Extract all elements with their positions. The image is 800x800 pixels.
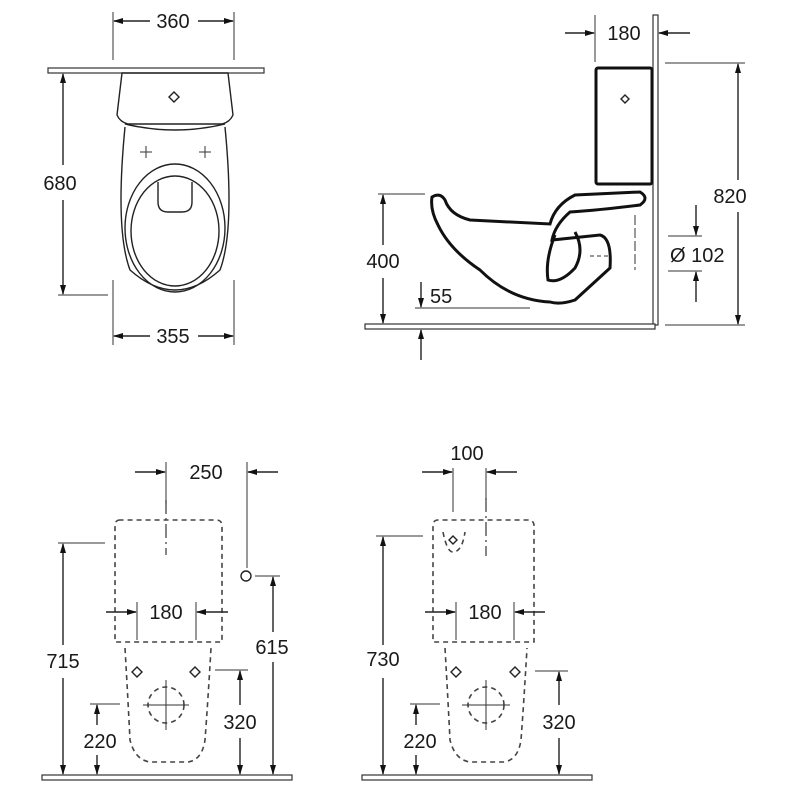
- dim-fixing-height: 320: [542, 712, 575, 734]
- dim-depth: 680: [43, 173, 76, 195]
- wall-line: [47, 67, 265, 74]
- floor-line: [361, 774, 593, 781]
- trap: [545, 231, 582, 283]
- cistern: [594, 66, 654, 186]
- dim-outlet-height: 55: [430, 286, 452, 308]
- dim-supply-height: 615: [255, 637, 288, 659]
- fixing-point-icon: [131, 666, 201, 678]
- top-view: 360 680 355: [43, 11, 265, 348]
- dim-outlet-diameter: Ø 102: [670, 245, 724, 267]
- dim-inlet-offset: 100: [450, 443, 483, 465]
- seat-outer: [124, 163, 226, 293]
- dim-outlet-center-height: 220: [83, 731, 116, 753]
- dim-width-top: 360: [156, 11, 189, 33]
- floor-plan-left: 250 180 715 220 320 615: [41, 462, 293, 781]
- dim-inlet-height: 715: [46, 651, 79, 673]
- fixing-point-icon: [450, 666, 521, 678]
- floor-line: [364, 323, 656, 330]
- floor-line: [41, 774, 293, 781]
- fixing-marks: [140, 146, 211, 158]
- cistern-outline: [114, 519, 223, 643]
- seat-inner: [130, 175, 220, 287]
- flush-button-icon: [448, 535, 458, 545]
- dim-fixing-spacing: 180: [149, 602, 182, 624]
- dim-inlet-height: 730: [366, 649, 399, 671]
- dim-outlet-center-height: 220: [403, 731, 436, 753]
- water-supply-icon: [240, 570, 252, 582]
- flush-button-icon: [620, 94, 630, 104]
- dim-seat-height: 400: [366, 251, 399, 273]
- floor-plan-right: 100 180 730 220 320: [361, 443, 593, 781]
- dim-total-height: 820: [713, 186, 746, 208]
- dim-tank-offset: 180: [607, 23, 640, 45]
- dim-fixing-height: 320: [223, 712, 256, 734]
- dim-fixing-spacing: 180: [468, 602, 501, 624]
- bowl-outline: [444, 647, 528, 763]
- seat-hinge: [157, 182, 193, 213]
- side-view: 180 820 400 55 Ø 102: [364, 14, 747, 360]
- dim-width-bottom: 355: [156, 326, 189, 348]
- bowl-profile: [430, 190, 647, 305]
- wall-line: [652, 14, 659, 326]
- flush-button-icon: [168, 91, 180, 103]
- tank-top: [116, 72, 234, 125]
- cistern-outline: [432, 519, 535, 643]
- dim-inlet-offset: 250: [189, 462, 222, 484]
- bowl-outline: [120, 126, 230, 291]
